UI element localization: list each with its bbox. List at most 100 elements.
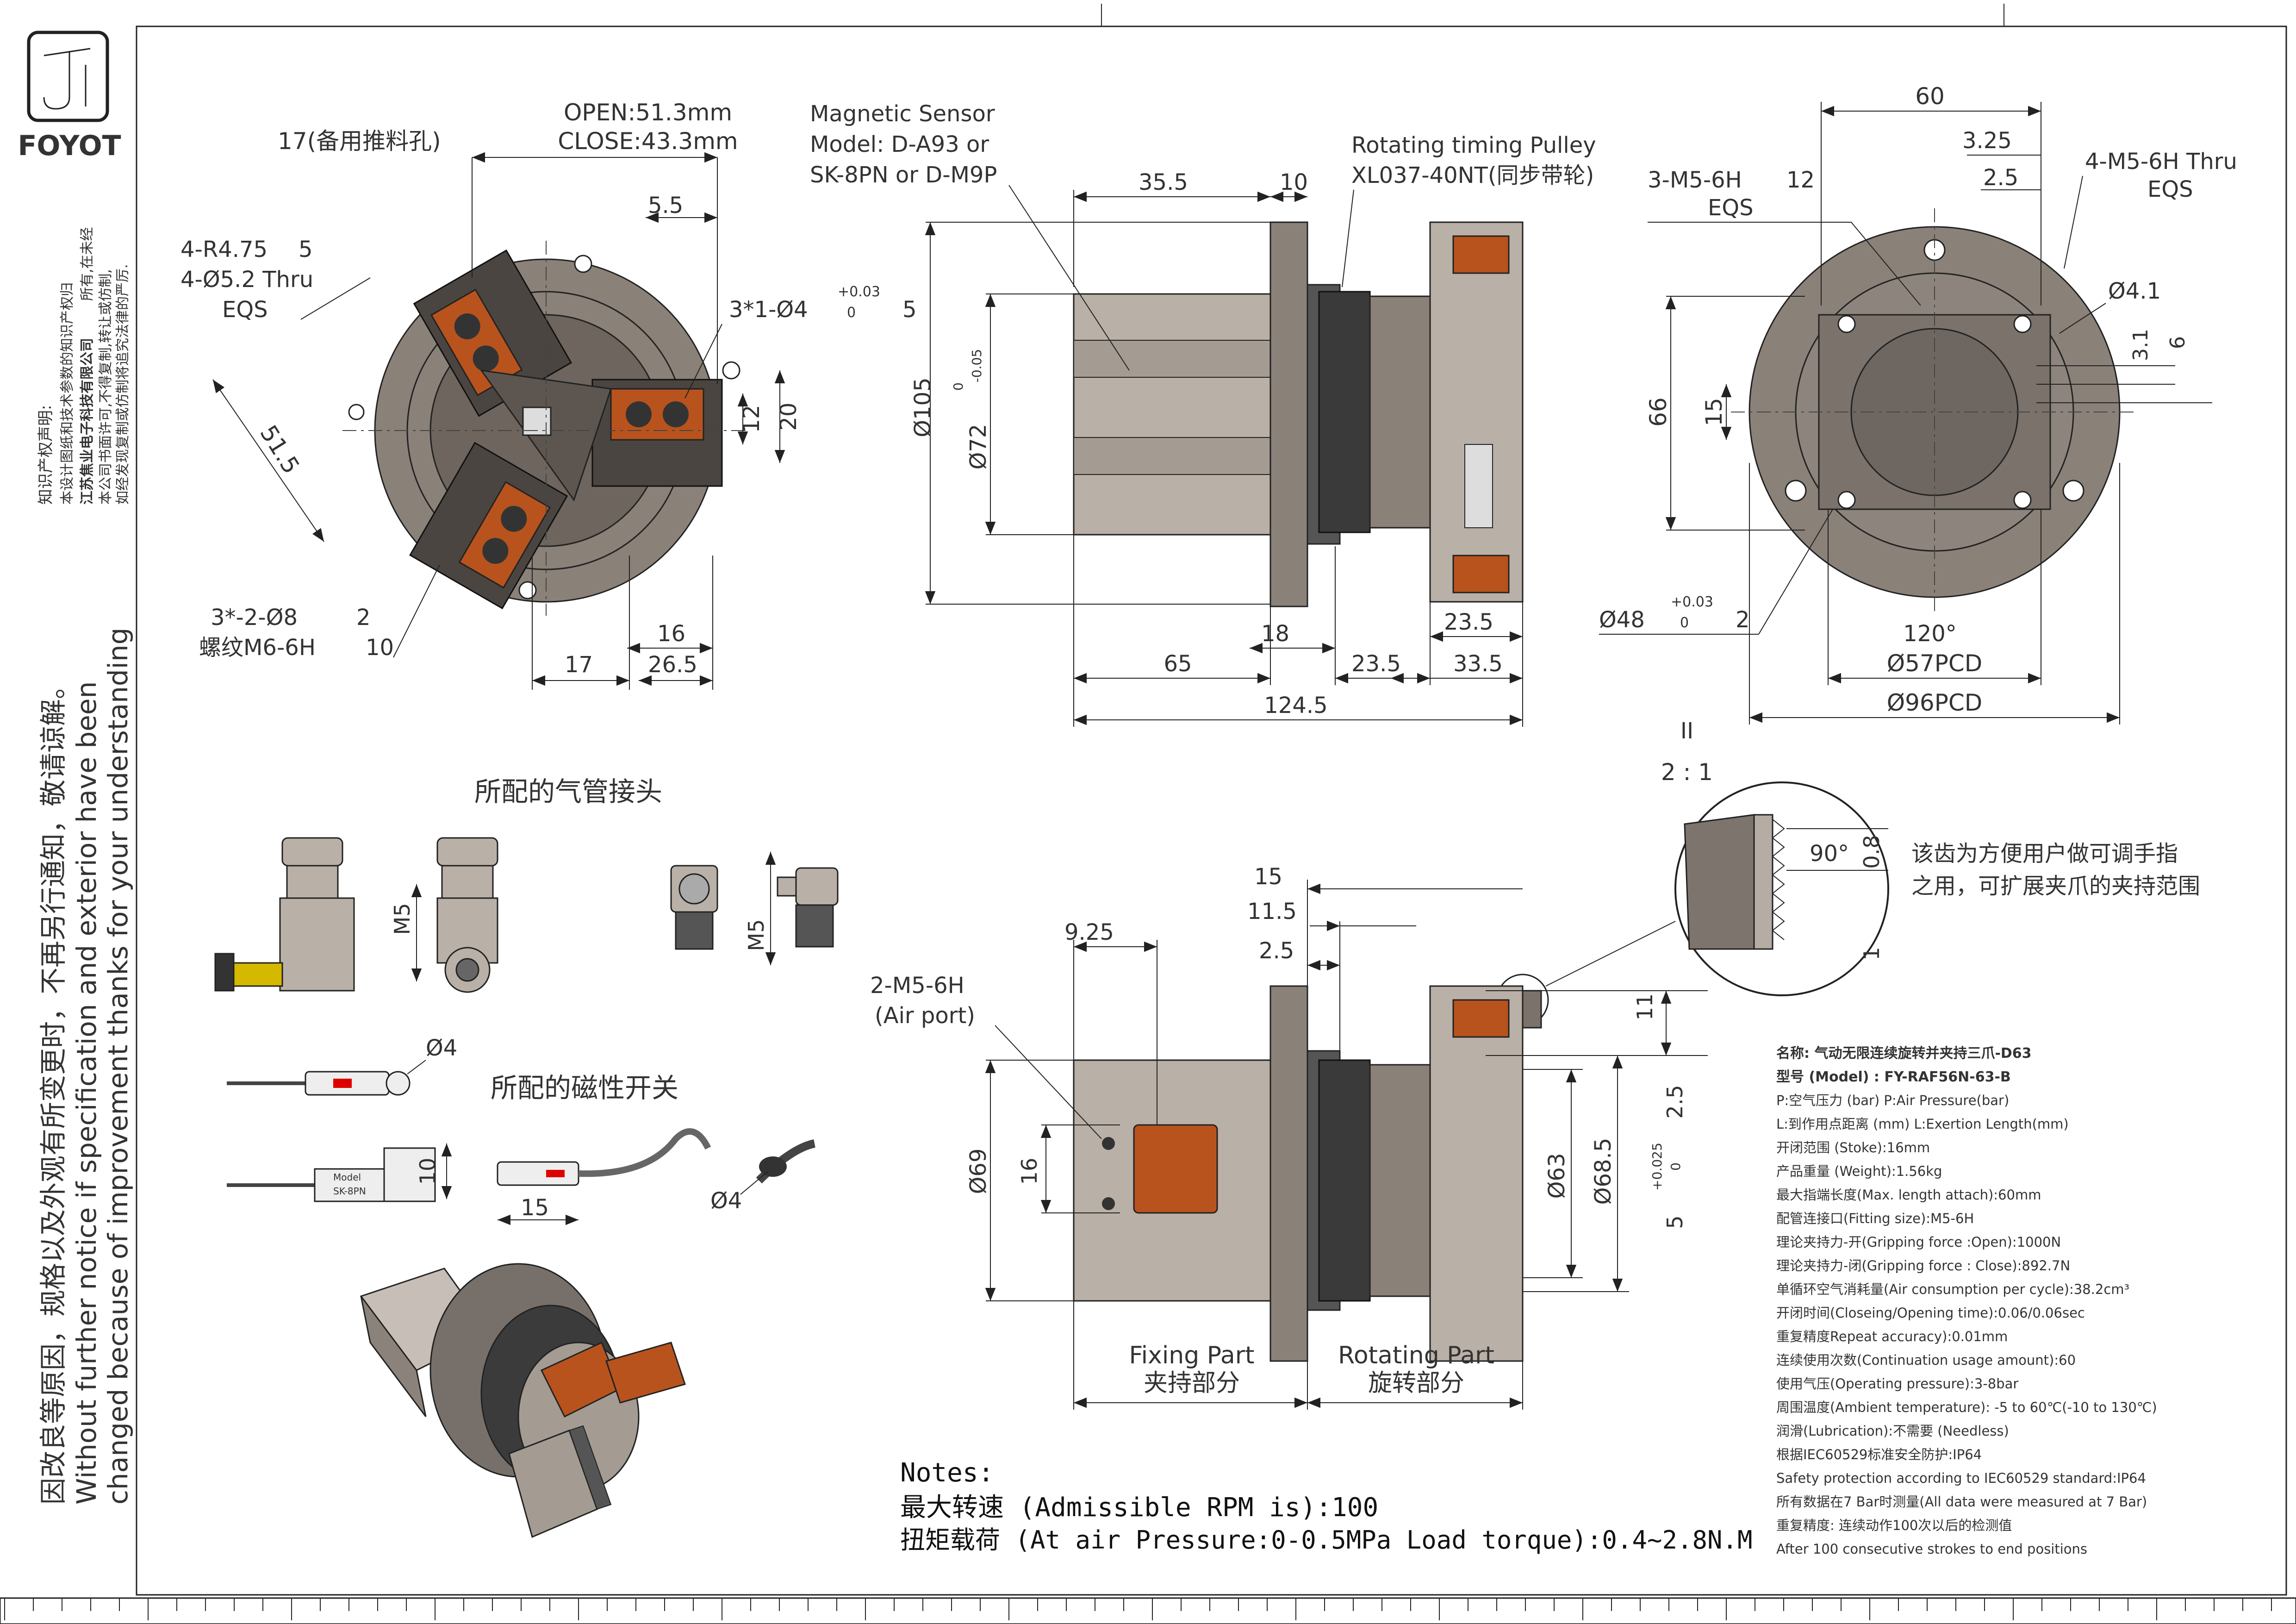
dim-push-hole: 17(备用推料孔) — [278, 128, 441, 155]
dim-thru-holes: 4-Ø5.2 Thru — [180, 267, 313, 293]
notes: Notes: 最大转速 (Admissible RPM is):100 扭矩载荷… — [900, 1458, 1753, 1555]
dim-12: 12 — [739, 405, 765, 433]
dim-33-5: 33.5 — [1453, 651, 1503, 677]
dim-16: 16 — [657, 621, 685, 647]
copyright-title: 知识产权声明: — [37, 405, 55, 505]
dim-r-holes: 4-R4.75 — [180, 237, 268, 262]
dim-m5-holes: 3-M5-6H — [1648, 167, 1742, 193]
pulley-label-2: XL037-40NT(同步带轮) — [1351, 162, 1594, 188]
isometric-render — [360, 1263, 686, 1538]
spec-line: 最大指端长度(Max. length attach):60mm — [1776, 1187, 2041, 1203]
dim-pin-depth: 5 — [902, 297, 917, 323]
dim-2-5: 2.5 — [1983, 165, 2018, 191]
spec-line: 所有数据在7 Bar时测量(All data were measured at … — [1776, 1494, 2147, 1510]
dim-open: OPEN:51.3mm — [564, 99, 732, 126]
jaw-lower-left — [409, 442, 568, 610]
sensor-label-1: Magnetic Sensor — [810, 101, 995, 127]
lower-dim-dia-63: Ø63 — [1544, 1153, 1570, 1199]
dim-thread: 螺纹M6-6H — [199, 635, 316, 661]
dim-10: 10 — [1280, 169, 1308, 195]
dim-23-5-a: 23.5 — [1351, 651, 1401, 677]
dim-18: 18 — [1261, 621, 1289, 647]
lower-dim-dia-69: Ø69 — [965, 1149, 991, 1194]
notes-line-1: 最大转速 (Admissible RPM is):100 — [900, 1493, 1378, 1523]
dim-eqs: EQS — [222, 297, 268, 323]
detail-1: 1 — [1859, 947, 1884, 960]
copyright-line-3: 所有,在未经 — [79, 227, 95, 301]
jaw-upper-left — [413, 249, 572, 417]
rotating-part-en: Rotating Part — [1338, 1342, 1494, 1369]
spec-line: 名称: 气动无限连续旋转并夹持三爪-D63 — [1776, 1045, 2032, 1062]
dim-pin-tol-hi: +0.03 — [838, 284, 880, 300]
fixing-part-cn: 夹持部分 — [1144, 1369, 1240, 1397]
air-fittings: 所配的气管接头 M5 M5 — [214, 776, 839, 993]
spec-line: 开闭范围 (Stoke):16mm — [1776, 1140, 1930, 1156]
switch-model-value: SK-8PN — [333, 1186, 366, 1197]
lower-dim-5-depth: 2.5 — [1662, 1085, 1687, 1118]
copyright-line-4: 本公司书面许可,不得复制,转让或仿制, — [98, 269, 114, 505]
dim-dia-72-tol-lo: -0.05 — [969, 349, 984, 382]
detail-scale-mark: II — [1680, 718, 1693, 744]
spec-line: After 100 consecutive strokes to end pos… — [1776, 1541, 2087, 1557]
dim-6: 6 — [2166, 336, 2190, 349]
lower-dim-5: 5 — [1662, 1215, 1687, 1229]
dim-26-5: 26.5 — [648, 652, 697, 678]
dim-pcd-96: Ø96PCD — [1887, 689, 1983, 716]
spec-line: 理论夹持力-闭(Gripping force : Close):892.7N — [1776, 1258, 2070, 1274]
copyright-company: 江苏焦业电子科技有限公司 — [79, 338, 95, 505]
copyright-notice: 知识产权声明: 本设计图纸和技术参数的知识产权归 江苏焦业电子科技有限公司 所有… — [37, 227, 131, 505]
foyot-logo: FOYOT — [18, 31, 121, 162]
magnetic-switches: 所配的磁性开关 Ø4 Model SK-8PN 10 15 Ø4 — [227, 1035, 816, 1225]
dim-thread-depth: 10 — [366, 635, 394, 661]
dim-r-holes-depth: 5 — [299, 237, 313, 262]
switch-dia-4-b: Ø4 — [710, 1188, 742, 1214]
dim-dia-48-tol-lo: 0 — [1680, 615, 1689, 631]
detail-note-1: 该齿为方便用户做可调手指 — [1911, 841, 2178, 867]
spec-line: 型号 (Model) : FY-RAF56N-63-B — [1776, 1069, 2011, 1085]
lower-dim-5-tol-hi: +0.025 — [1649, 1143, 1665, 1191]
notes-line-2: 扭矩载荷 (At air Pressure:0-0.5MPa Load torq… — [900, 1525, 1753, 1555]
brand-name: FOYOT — [18, 130, 121, 162]
dim-51-5: 51.5 — [255, 420, 305, 478]
rear-view: 60 3.25 2.5 3-M5-6H 12 EQS 4-M5-6H Thru … — [1599, 83, 2237, 725]
side-view: Magnetic Sensor Model: D-A93 or SK-8PN o… — [810, 101, 1596, 727]
fixing-part-en: Fixing Part — [1129, 1342, 1255, 1369]
fitting-m5-a: M5 — [390, 903, 415, 935]
dim-3-1: 3.1 — [2129, 329, 2153, 361]
dim-60: 60 — [1915, 83, 1945, 110]
dim-thru-eqs: EQS — [2147, 176, 2193, 202]
dim-dia-72: Ø72 — [965, 424, 991, 470]
spec-line: 周围温度(Ambient temperature): -5 to 60℃(-10… — [1776, 1399, 2157, 1415]
dim-dia-105: Ø105 — [910, 377, 936, 437]
dim-dia-4-1: Ø4.1 — [2108, 278, 2161, 304]
dim-m5-depth: 12 — [1786, 167, 1815, 193]
detail-view: II 2 : 1 90° 0.8 1 该齿为方便用户做可调手指 之用，可扩展夹爪… — [1496, 718, 2200, 1026]
detail-note-2: 之用，可扩展夹爪的夹持范围 — [1911, 873, 2200, 899]
copyright-line-5: 如经发现复制或仿制将追究法律的严厉. — [115, 264, 131, 505]
lower-dim-11-5: 11.5 — [1247, 899, 1297, 924]
spec-line: 产品重量 (Weight):1.56kg — [1776, 1163, 1942, 1179]
dim-17: 17 — [565, 652, 593, 678]
dim-dia-48: Ø48 — [1599, 607, 1645, 633]
dim-35-5: 35.5 — [1139, 169, 1188, 195]
switch-10: 10 — [415, 1158, 440, 1185]
dim-23-5-b: 23.5 — [1444, 609, 1493, 635]
spec-list: 名称: 气动无限连续旋转并夹持三爪-D63 型号 (Model) : FY-RAF… — [1776, 1045, 2157, 1557]
change-notice: 因改良等原因，规格以及外观有所变更时，不再另行通知，敬请谅解。 Without … — [37, 628, 134, 1505]
dim-15: 15 — [1701, 398, 1727, 426]
sensor-label-3: SK-8PN or D-M9P — [810, 162, 997, 188]
timing-pulley — [1318, 291, 1371, 533]
jaw-right — [591, 379, 723, 487]
dim-pcd-57: Ø57PCD — [1887, 650, 1983, 677]
fitting-m5-b: M5 — [744, 919, 769, 951]
dim-close: CLOSE:43.3mm — [558, 128, 738, 155]
switch-model-label: Model — [333, 1172, 361, 1183]
spec-line: L:到作用点距离 (mm) L:Exertion Length(mm) — [1776, 1116, 2069, 1132]
sheet-border — [136, 25, 2287, 1596]
lower-dim-dia-68-5: Ø68.5 — [1590, 1138, 1616, 1205]
spec-line: 润滑(Lubrication):不需要 (Needless) — [1776, 1423, 2009, 1439]
flange — [1269, 221, 1308, 607]
fixing-body — [1073, 293, 1274, 536]
rotating-body — [1429, 221, 1524, 603]
air-port-label-1: 2-M5-6H — [870, 973, 964, 999]
